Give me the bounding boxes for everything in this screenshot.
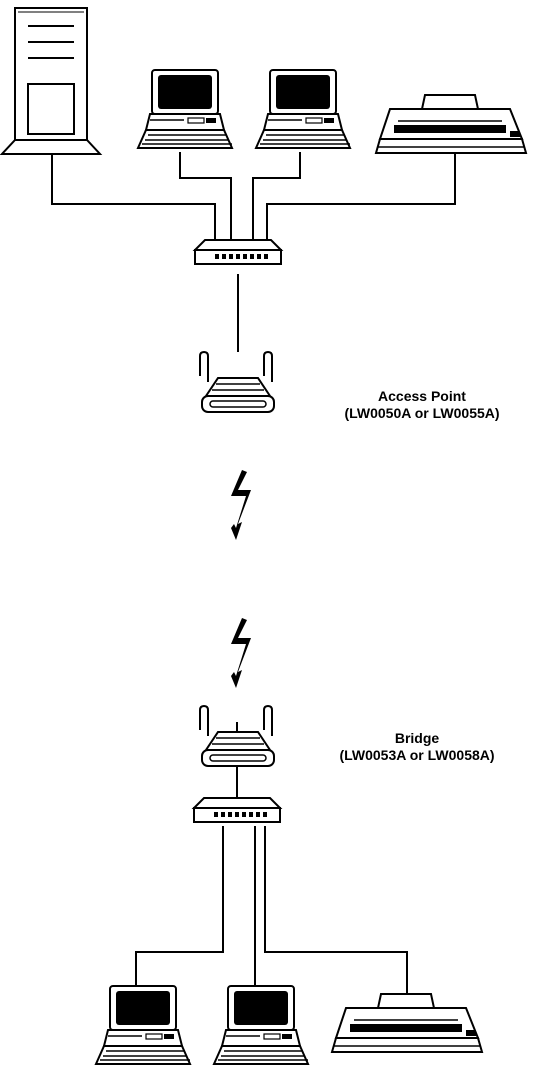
server-icon (2, 8, 100, 154)
lightning-bolt-icon (231, 618, 251, 688)
lightning-bolt-icon (231, 470, 251, 540)
computer-icon (138, 70, 232, 148)
bridge-models: (LW0053A or LW0058A) (312, 747, 522, 764)
access-point-icon (200, 352, 274, 412)
bridge-name: Bridge (312, 730, 522, 747)
access-point-label: Access Point (LW0050A or LW0055A) (322, 388, 522, 422)
computer-icon (96, 986, 190, 1064)
connection-lines (52, 150, 455, 994)
hub-icon (194, 798, 280, 822)
printer-icon (332, 994, 482, 1052)
bridge-label: Bridge (LW0053A or LW0058A) (312, 730, 522, 764)
bridge-icon (200, 706, 274, 766)
printer-icon (376, 95, 526, 153)
access-point-models: (LW0050A or LW0055A) (322, 405, 522, 422)
access-point-name: Access Point (322, 388, 522, 405)
computer-icon (256, 70, 350, 148)
hub-icon (195, 240, 281, 264)
computer-icon (214, 986, 308, 1064)
